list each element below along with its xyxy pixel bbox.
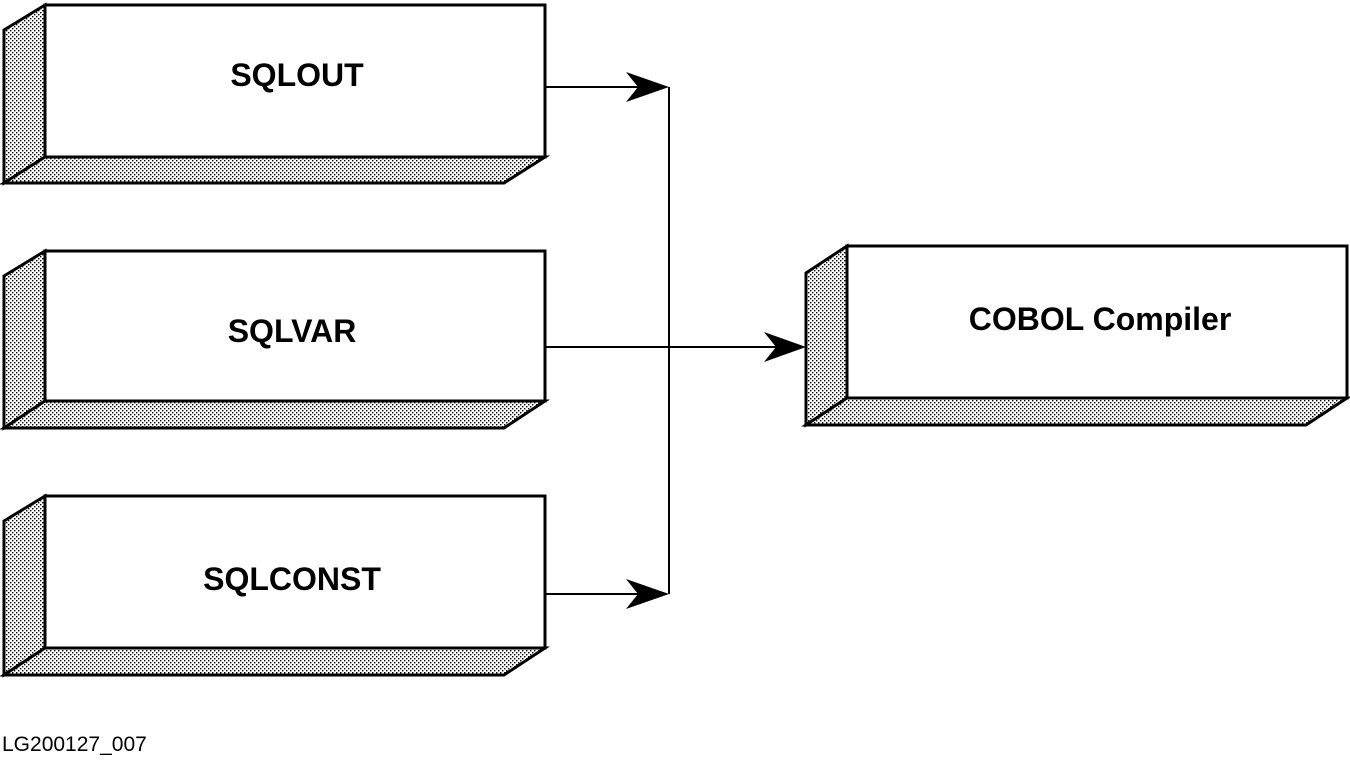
- sqlconst-box-bottom-side: [0, 646, 551, 677]
- sqlvar-box: SQLVAR: [0, 248, 551, 431]
- sqlconst-arrowhead: [626, 579, 669, 609]
- cobol-compiler-box-face: [845, 244, 1349, 400]
- sqlvar-box-left-side: [2, 248, 47, 431]
- sqlvar-box-bottom-side: [0, 399, 551, 430]
- sqlout-arrowhead: [626, 72, 669, 102]
- compiler-arrowhead: [764, 332, 806, 362]
- figure-id: LG200127_007: [2, 733, 147, 756]
- sqlout-box-bottom-side: [0, 155, 551, 185]
- sqlvar-box-face: [43, 249, 547, 403]
- cobol-compiler-label: COBOL Compiler: [969, 301, 1232, 337]
- cobol-compiler-box-bottom-side: [800, 396, 1350, 427]
- sqlvar-label: SQLVAR: [228, 313, 357, 349]
- sqlconst-label: SQLCONST: [203, 561, 381, 597]
- sqlconst-box-left-side: [2, 493, 47, 678]
- sqlout-box: SQLOUT: [0, 2, 551, 186]
- sqlconst-box: SQLCONST: [0, 493, 551, 678]
- connectors: [545, 86, 780, 595]
- sqlout-box-face: [43, 3, 547, 159]
- cobol-compiler-box-left-side: [804, 243, 849, 428]
- sqlout-box-left-side: [2, 2, 47, 186]
- cobol-compiler-box: COBOL Compiler: [800, 243, 1350, 428]
- sqlconst-box-face: [43, 494, 547, 650]
- sqlout-label: SQLOUT: [230, 57, 364, 93]
